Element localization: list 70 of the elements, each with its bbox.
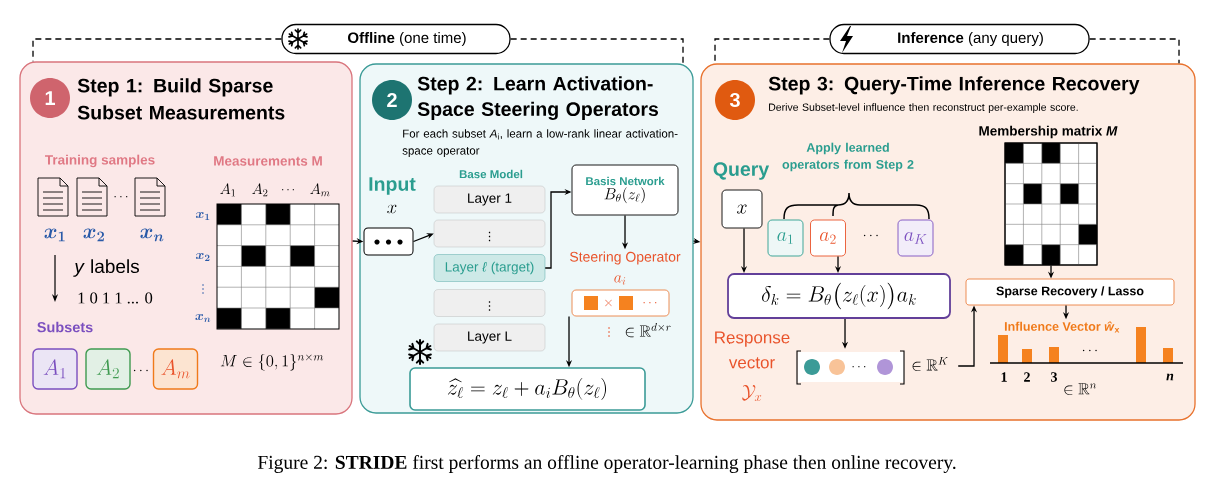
step-description: For each subset A$_{i}$, learn a low-rank linear activation-space operator xyxy=(402,129,678,157)
section-label: Subsets xyxy=(37,321,93,333)
ellipsis: $\vdots$ xyxy=(608,327,610,337)
ellipsis: $\cdots$ xyxy=(114,195,128,198)
chart-title: Influence Vector ŵ$_{x}$ xyxy=(1004,321,1120,333)
annotation: Apply learned operators from Step 2 xyxy=(782,142,914,172)
dashed-connector xyxy=(1089,38,1180,64)
process-box: Sparse Recovery / Lasso xyxy=(965,278,1175,306)
formula: $\in \mathbb{R}^n$ xyxy=(1064,383,1097,395)
section-label: Query xyxy=(713,162,770,180)
layer-box: Layer 1 xyxy=(433,185,546,214)
operator-chip: $a_1$ xyxy=(767,219,804,257)
dashed-connector xyxy=(714,38,830,64)
column-label: $A_2$ xyxy=(252,183,268,197)
step-title: Step 2: Learn Activation-Space Steering Operators xyxy=(417,76,659,120)
number-badge: 3 xyxy=(715,80,755,120)
response-vector: $\cdots$ $\in \mathbb{R}^K$ xyxy=(796,350,948,385)
operator-chip: $a_K$ xyxy=(897,219,934,257)
column-label: $A_1$ xyxy=(220,183,236,197)
formula: $\mathcal{Y}_x$ xyxy=(742,385,762,402)
layer-box: $\vdots$ xyxy=(433,289,546,317)
operator-box: $\times$ $\cdots$ xyxy=(571,289,670,317)
number-badge: 1 xyxy=(30,78,70,118)
tick-label: 3 xyxy=(1051,372,1058,382)
inference-pill: Inference (any query) xyxy=(829,23,1090,55)
subset-box: $A_m$ xyxy=(152,348,199,390)
dashed-connector xyxy=(510,38,684,64)
row-label: $x_1$ xyxy=(196,211,210,220)
number-badge: 2 xyxy=(372,80,412,120)
layer-box: $\vdots$ xyxy=(433,219,546,248)
section-label: Response vector xyxy=(715,331,790,369)
section-label: Training samples xyxy=(45,154,155,168)
subset-box: $A_1$ xyxy=(32,348,78,390)
query-box: $x$ xyxy=(721,189,763,229)
operator-chip: $a_2$ xyxy=(810,219,846,257)
label-values: 1 0 1 1 ... 0 xyxy=(78,292,153,304)
ellipsis: $\cdots$ xyxy=(1082,349,1097,352)
sample-label: $x_2$ xyxy=(83,228,104,242)
subset-box: $A_2$ xyxy=(85,348,131,390)
tick-label: 2 xyxy=(1024,372,1030,382)
section-label: Measurements M xyxy=(214,156,322,166)
formula: $\in \mathbb{R}^{d\times r}$ xyxy=(625,322,671,338)
operator-heading: Steering Operator xyxy=(570,251,681,265)
matrix-heading: Membership matrix M xyxy=(979,125,1118,139)
sample-label: $x_1$ xyxy=(44,228,65,242)
node-label: $\in \mathbb{R}^K$ xyxy=(912,356,948,372)
layer-box: Layer ℓ (target) xyxy=(433,254,546,282)
row-label: $x_2$ xyxy=(196,252,210,261)
basis-network-box: Basis Network $B_\theta(z_\ell)$ xyxy=(571,164,679,216)
tick-label: 1 xyxy=(1001,372,1007,382)
ellipsis: $\cdots$ xyxy=(282,189,294,191)
formula: $M \in \{0,1\}^{n\times m}$ xyxy=(220,353,324,371)
step-description: Derive Subset-level influence then reconstruct per-example score. xyxy=(769,103,1078,113)
offline-pill: Offline (one time) xyxy=(281,23,511,55)
sample-label: $x_n$ xyxy=(140,228,164,242)
ellipsis: $\cdots$ xyxy=(863,234,878,237)
axis-label: y labels xyxy=(73,259,139,277)
row-label: $\vdots$ xyxy=(202,284,204,294)
tick-label: n xyxy=(1166,373,1174,381)
section-label: Input xyxy=(369,177,416,195)
formula: $x$ xyxy=(387,204,397,214)
ellipsis: $\cdots$ xyxy=(133,369,148,372)
step-title: Step 1: Build Sparse Subset Measurements xyxy=(77,78,285,120)
formula-box: $\widehat{z_\ell} = z_\ell + a_i B_\theta(z_\ell)$ xyxy=(409,367,646,411)
column-label: $A_m$ xyxy=(310,183,330,197)
step-title: Step 3: Query-Time Inference Recovery xyxy=(768,76,1140,95)
layer-box: Layer L xyxy=(433,323,546,352)
caption: Figure 2: STRIDE first performs an offline operator-learning phase then online recovery. xyxy=(257,455,956,473)
formula-box: $\delta_k = B_\theta\big(z_\ell(x)\big)a_k$ xyxy=(727,273,951,319)
row-label: $x_n$ xyxy=(195,313,211,323)
